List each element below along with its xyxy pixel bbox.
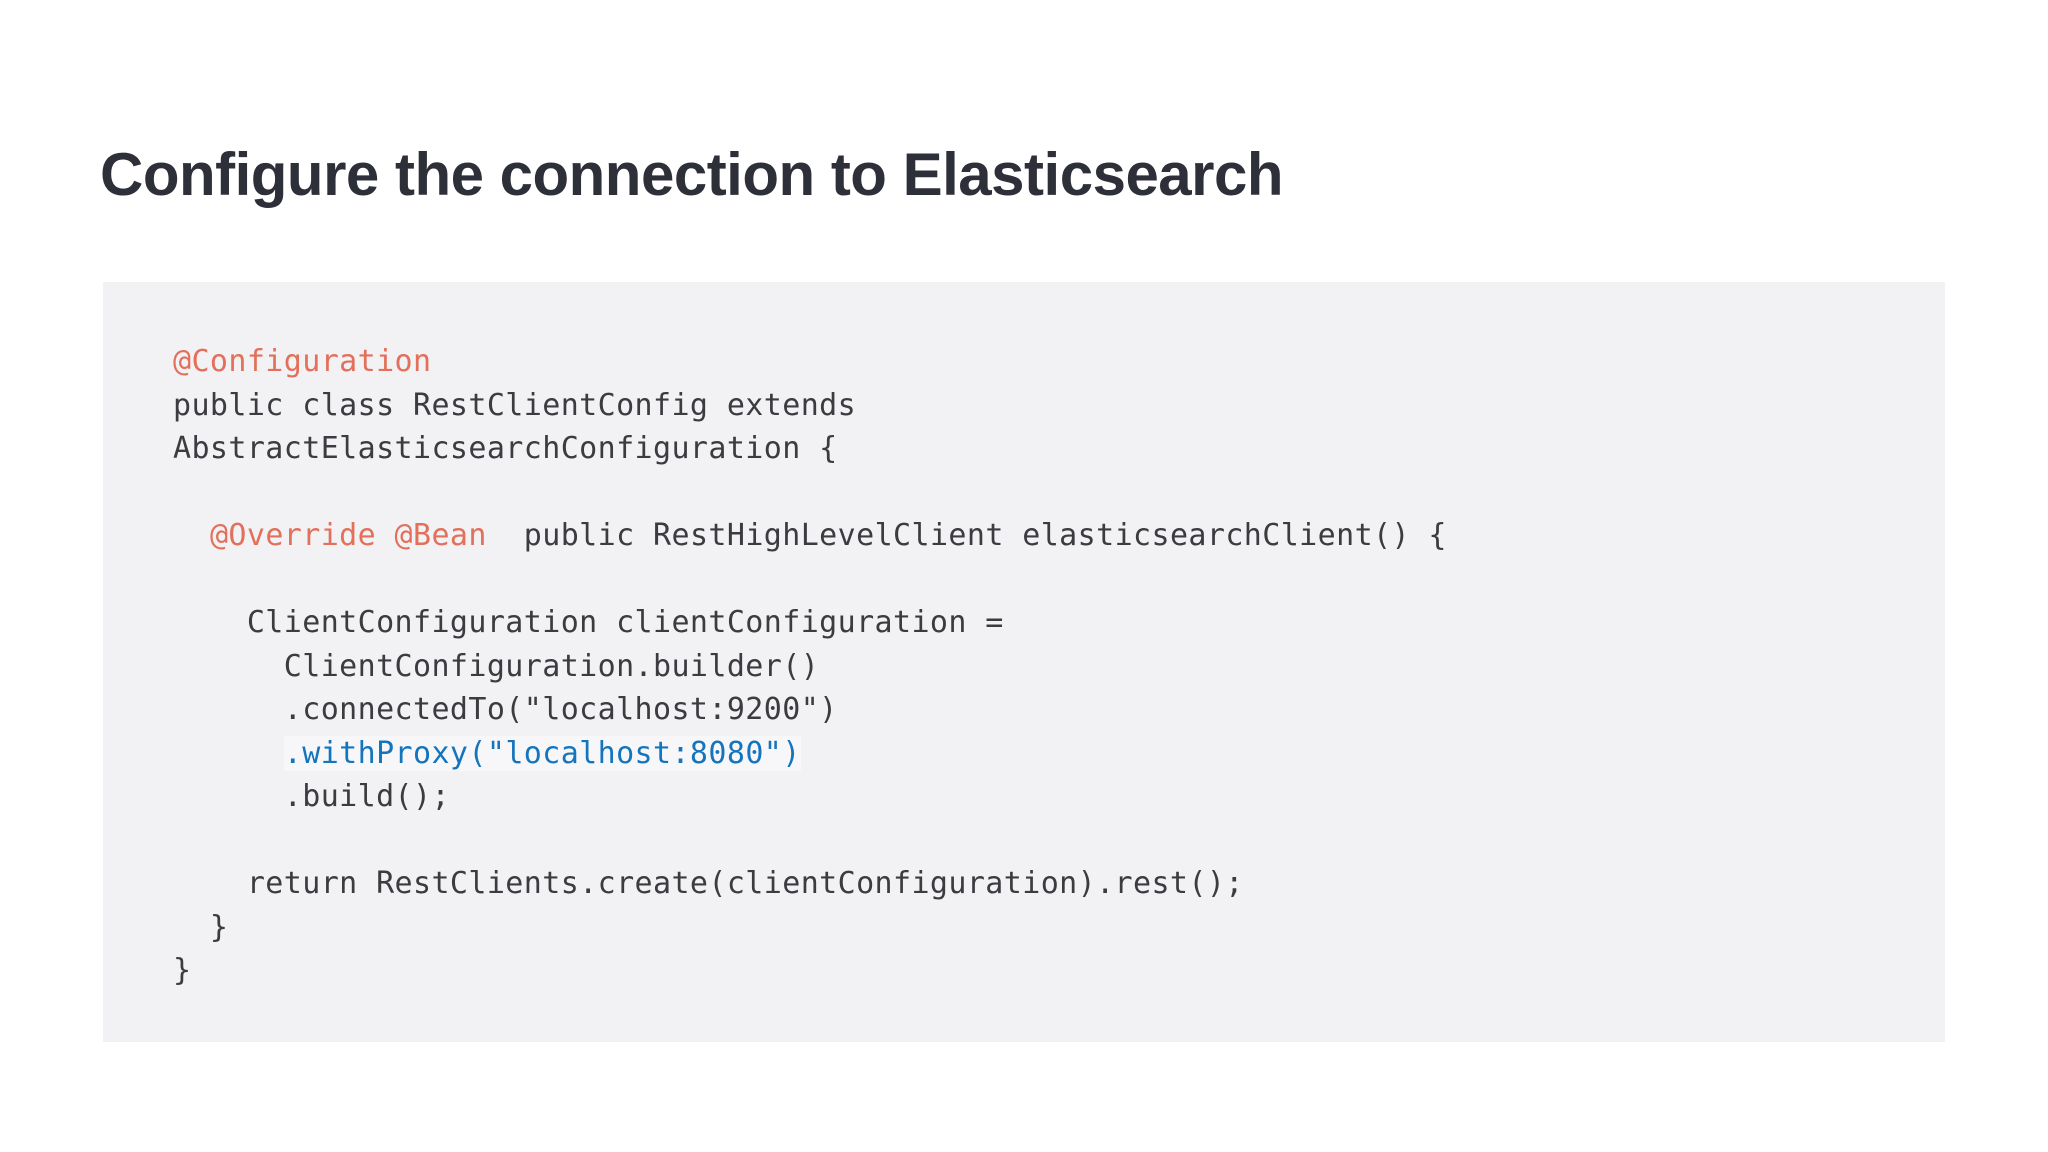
code-token-plain	[173, 518, 210, 553]
code-token-plain: public class RestClientConfig extends	[173, 387, 857, 423]
code-token-plain: ClientConfiguration.builder()	[173, 648, 820, 684]
code-line: return RestClients.create(clientConfigur…	[173, 862, 1945, 906]
code-token-annotation: @Configuration	[173, 344, 432, 379]
code-token-plain: public RestHighLevelClient elasticsearch…	[486, 518, 1447, 553]
page-title: Configure the connection to Elasticsearc…	[100, 141, 1284, 209]
code-line: .connectedTo("localhost:9200")	[173, 688, 1945, 732]
code-line: @Configuration	[173, 340, 1945, 384]
code-token-annotation: @Override @Bean	[209, 518, 487, 553]
code-line-blank	[173, 819, 1945, 863]
code-block: @Configuration public class RestClientCo…	[103, 282, 1945, 1042]
code-line: }	[173, 906, 1945, 950]
code-token-highlight: .withProxy("localhost:8080")	[283, 735, 801, 771]
code-token-plain: .connectedTo("localhost:9200")	[173, 692, 838, 727]
code-token-plain: return RestClients.create(clientConfigur…	[173, 866, 1244, 901]
code-token-plain	[173, 736, 284, 771]
code-line: .withProxy("localhost:8080")	[173, 732, 1945, 776]
code-line: .build();	[173, 775, 1945, 819]
code-line: AbstractElasticsearchConfiguration {	[173, 427, 1945, 471]
code-token-plain: AbstractElasticsearchConfiguration {	[173, 431, 838, 466]
code-token-plain: .build();	[173, 779, 450, 814]
code-token-plain: ClientConfiguration clientConfiguration …	[173, 605, 1004, 640]
code-line: public class RestClientConfig extends	[173, 384, 1945, 428]
code-token-plain: }	[173, 909, 229, 945]
code-line-blank	[173, 471, 1945, 515]
code-line-blank	[173, 558, 1945, 602]
code-line: }	[173, 949, 1945, 993]
code-token-plain: }	[173, 953, 192, 988]
code-listing: @Configuration public class RestClientCo…	[173, 340, 1945, 993]
code-line: ClientConfiguration clientConfiguration …	[173, 601, 1945, 645]
code-line: ClientConfiguration.builder()	[173, 645, 1945, 689]
code-line: @Override @Bean public RestHighLevelClie…	[173, 514, 1945, 558]
